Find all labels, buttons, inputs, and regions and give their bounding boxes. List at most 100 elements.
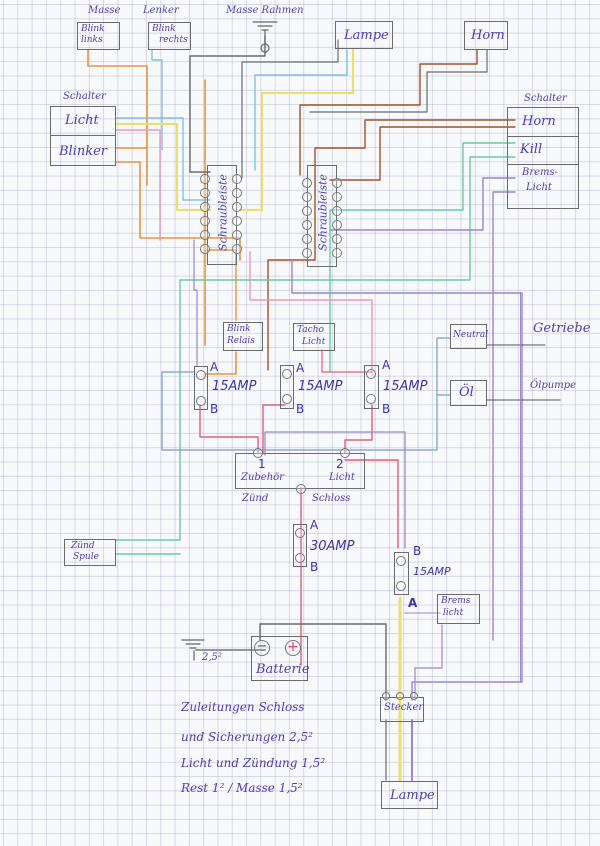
wire-purple-fuse1	[193, 239, 198, 367]
brems-licht-line1: Brems	[441, 596, 471, 606]
fuse-1-term-b	[196, 396, 206, 406]
terminal-block-2-label: Schraubleiste	[316, 174, 330, 251]
blink-rechts-box: Blink rechts	[148, 22, 191, 50]
schalter-licht: Licht	[65, 113, 99, 128]
tb2-term-r6	[332, 248, 342, 258]
tb1-term-l6	[200, 244, 210, 254]
wire-green-kill-2	[115, 156, 516, 541]
tb2-term-r5	[332, 234, 342, 244]
schalter-right-box: Horn Kill Brems- Licht	[507, 107, 579, 209]
zuend-spule-line1: Zünd	[71, 541, 95, 551]
fuse-brake-rating: 15AMP	[413, 565, 451, 578]
zuendschloss-term-main	[296, 484, 306, 494]
tacho-licht-box: Tacho Licht	[293, 323, 335, 351]
tb2-term-r1	[332, 178, 342, 188]
fuse-2	[280, 365, 294, 409]
tb2-term-l2	[302, 192, 312, 202]
fuse-2-label-a: A	[296, 361, 305, 375]
batterie-label: Batterie	[256, 662, 310, 677]
schalter-right-divider-1	[508, 136, 578, 137]
fuse-main-rating: 30AMP	[310, 539, 355, 554]
fuse-3-term-b	[366, 394, 376, 404]
wire-brown-horn-switch	[267, 119, 516, 371]
schalter-brems: Brems-	[522, 167, 559, 178]
battery-plus-terminal: +	[285, 640, 301, 656]
wire-pink-licht	[115, 129, 161, 241]
blink-relais-line2: Relais	[227, 336, 255, 346]
battery-minus-terminal: −	[254, 640, 270, 656]
wire-grey-masse	[189, 35, 266, 173]
wire-purple-ring	[264, 431, 406, 549]
tb1-term-l3	[200, 202, 210, 212]
wire-steelblue-neutral	[161, 337, 451, 451]
wire-red-fuse1b	[199, 404, 259, 454]
wire-grey-lampe	[241, 39, 339, 179]
wire-pink-tacho	[321, 349, 373, 373]
oel-box: Öl	[450, 380, 487, 406]
fuse-1-term-a	[196, 370, 206, 380]
tb2-term-l4	[302, 220, 312, 230]
wire-green-kill	[329, 142, 516, 373]
wire-yellow-licht	[114, 122, 212, 212]
wire-red-fuse3b	[344, 404, 373, 454]
ground-symbol-top	[252, 21, 278, 53]
fuse-brake	[394, 552, 409, 595]
zuendschloss-pos1: 1	[258, 457, 266, 471]
tb2-term-r3	[332, 206, 342, 216]
wire-orange-relais	[204, 79, 237, 375]
schalter-right-title: Schalter	[524, 93, 567, 104]
lampe-bottom-label: Lampe	[390, 788, 435, 803]
fuse-brake-term-a	[396, 581, 406, 591]
wire-red-fuse2b	[262, 404, 286, 454]
tb1-term-r5	[232, 230, 242, 240]
schalter-horn: Horn	[522, 114, 556, 129]
fuse-main-label-b: B	[310, 560, 319, 574]
wire-purple-brems-2	[492, 191, 516, 641]
note-line-2: und Sicherungen 2,5²	[181, 730, 313, 744]
tb2-term-l5	[302, 234, 312, 244]
blink-rechts-line2: rechts	[159, 35, 188, 45]
blink-relais-box: Blink Relais	[223, 322, 263, 351]
schalter-licht-right: Licht	[526, 182, 552, 193]
schalter-kill: Kill	[520, 142, 543, 157]
fuse-3-rating: 15AMP	[383, 379, 428, 394]
tb2-term-l1	[302, 178, 312, 188]
fuse-1-rating: 15AMP	[212, 379, 257, 394]
note-line-4: Rest 1² / Masse 1,5²	[181, 781, 303, 795]
wire-brown-horn	[299, 49, 478, 176]
fuse-1-label-b: B	[210, 402, 219, 416]
blink-links-box: Blink links	[77, 22, 120, 50]
terminal-block-2: Schraubleiste	[307, 165, 337, 267]
zuendschloss-term-2	[340, 448, 350, 458]
tb2-term-r4	[332, 220, 342, 230]
tacho-licht-line2: Licht	[302, 337, 326, 347]
schalter-right-divider-2	[508, 164, 578, 165]
fuse-3-term-a	[366, 369, 376, 379]
wire-pink-fuse3	[249, 251, 373, 376]
fuse-brake-term-b	[396, 556, 406, 566]
fuse-main-term-a	[295, 528, 305, 538]
tb1-term-r4	[232, 216, 242, 226]
zuend-spule-line2: Spule	[73, 552, 99, 562]
tb1-term-r6	[232, 244, 242, 254]
fuse-brake-label-a: A	[408, 596, 418, 610]
wire-blue-lampe	[254, 49, 348, 171]
tb2-term-r2	[332, 192, 342, 202]
tacho-licht-line1: Tacho	[297, 325, 324, 335]
blink-rechts-line1: Blink	[152, 24, 176, 34]
stecker-term-1	[382, 692, 390, 700]
zuend-spule-box: Zünd Spule	[64, 539, 116, 566]
fuse-main-term-b	[295, 553, 305, 563]
terminal-block-1: Schraubleiste	[207, 165, 237, 265]
batterie-box: Batterie	[251, 636, 310, 681]
label-lenker: Lenker	[143, 5, 179, 16]
wire-blue-licht	[115, 117, 211, 201]
tb1-term-l2	[200, 188, 210, 198]
schalter-left-divider	[51, 135, 115, 136]
lampe-bottom-box: Lampe	[381, 781, 438, 809]
zuendschloss-caption-left: Zünd	[242, 493, 269, 504]
wire-purple-vertical-right	[520, 292, 522, 682]
zuendschloss-pos2: 2	[336, 457, 344, 471]
fuse-3-label-a: A	[382, 358, 391, 372]
label-masse-rahmen: Masse Rahmen	[226, 5, 304, 16]
